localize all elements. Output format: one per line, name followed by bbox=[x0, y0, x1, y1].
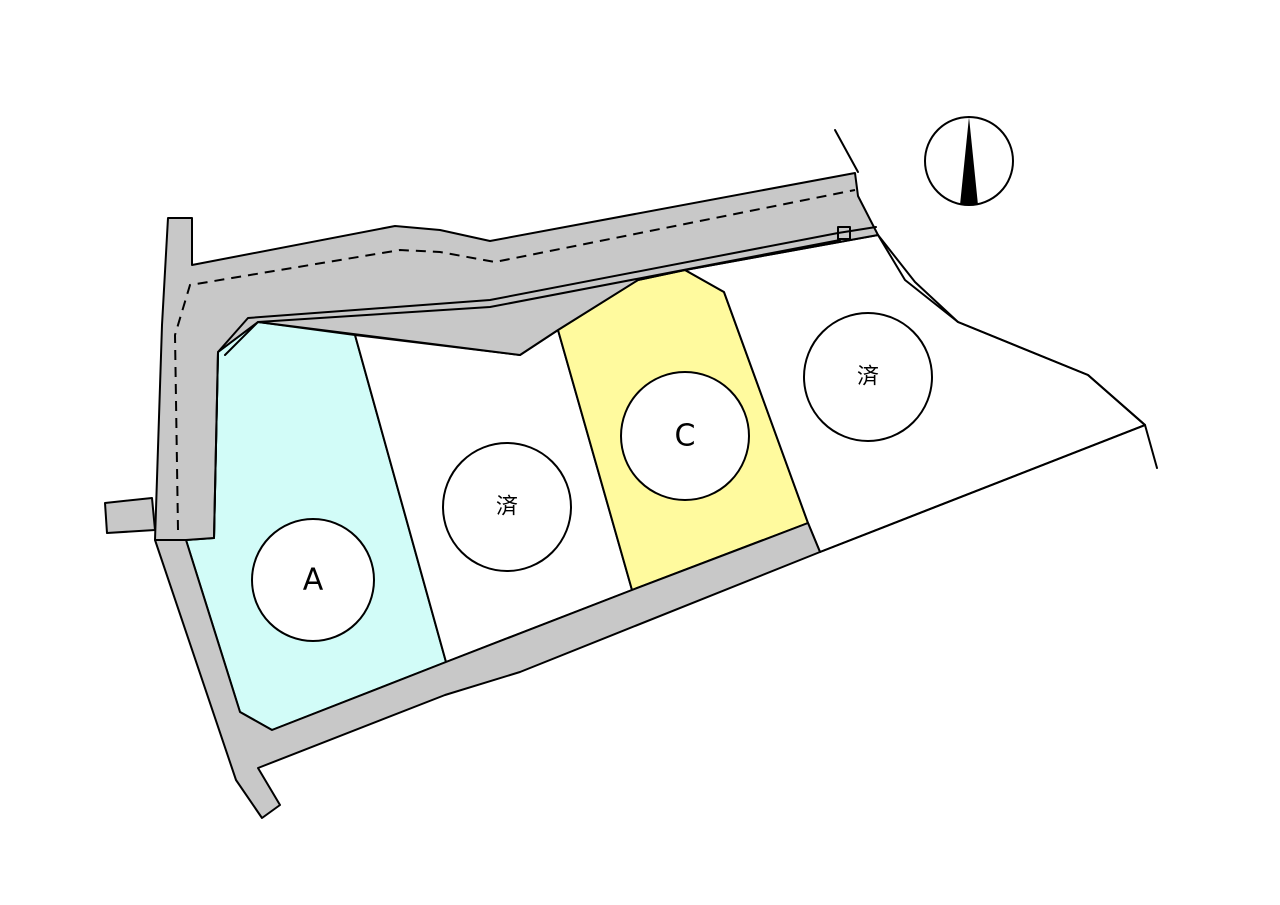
lot-marker-a[interactable]: A bbox=[251, 518, 375, 642]
lot-marker-b[interactable]: 済 bbox=[442, 442, 572, 572]
north-arrow-icon bbox=[924, 116, 1014, 206]
road-inner-edge-2 bbox=[224, 239, 841, 356]
site-boundary-northeast bbox=[877, 234, 1158, 469]
lot-label-c: C bbox=[675, 419, 696, 454]
access-road-west bbox=[104, 497, 156, 534]
lot-label-d: 済 bbox=[857, 365, 879, 390]
lot-label-a: A bbox=[303, 563, 324, 598]
lot-marker-c[interactable]: C bbox=[620, 371, 750, 501]
road-centerline bbox=[173, 189, 856, 531]
site-boundary-east bbox=[834, 129, 859, 173]
survey-marker bbox=[837, 226, 851, 240]
lot-marker-d[interactable]: 済 bbox=[803, 312, 933, 442]
road-inner-edge bbox=[213, 226, 877, 539]
site-boundary-south bbox=[819, 424, 1146, 553]
lot-label-b: 済 bbox=[496, 495, 518, 520]
